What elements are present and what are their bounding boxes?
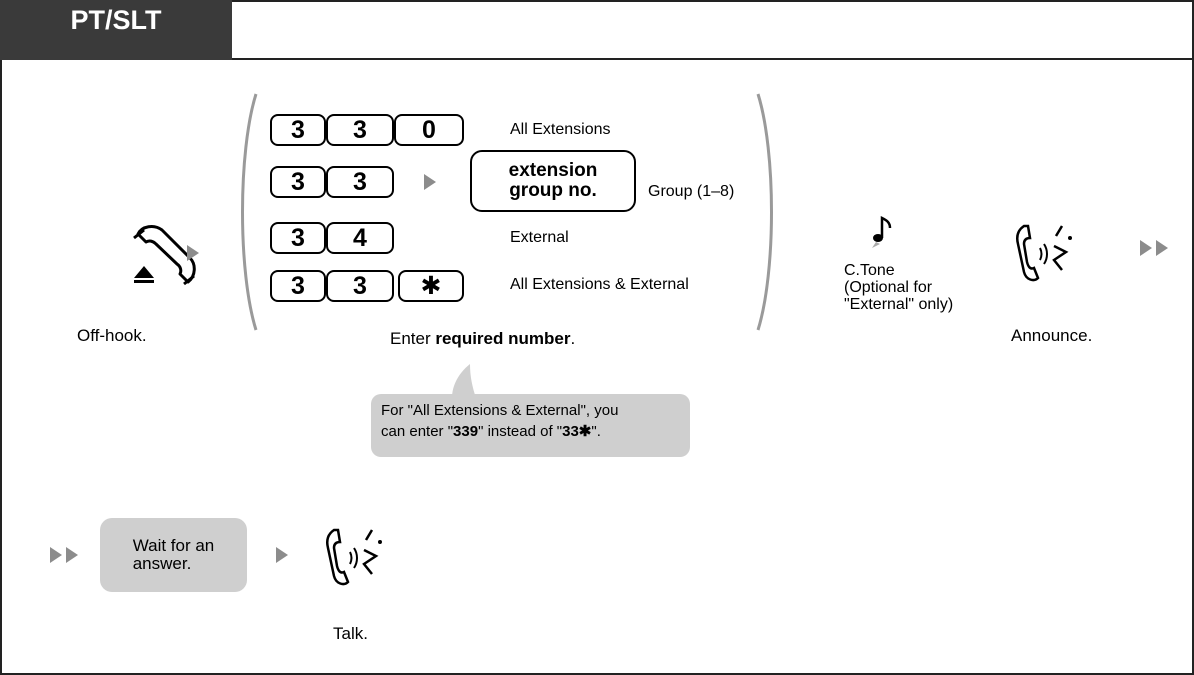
ext-box-line2: group no. <box>509 180 597 201</box>
talking-handset-icon <box>1016 224 1072 282</box>
double-arrow-icon <box>66 547 78 563</box>
dial-key[interactable]: 3 <box>270 222 326 254</box>
arrow-icon <box>187 245 199 261</box>
double-arrow-icon <box>50 547 62 563</box>
talking-handset-icon <box>326 528 382 586</box>
ctone-label: C.Tone(Optional for"External" only) <box>844 262 954 313</box>
ext-box-line1: extension <box>508 160 598 181</box>
dial-key-star[interactable]: ✱ <box>398 270 464 302</box>
dial-key[interactable]: 4 <box>326 222 394 254</box>
music-note-icon <box>872 215 892 248</box>
announce-label: Announce. <box>1011 326 1093 345</box>
enter-instruction: Enter required number. <box>390 329 576 348</box>
option-label-external: External <box>510 229 569 246</box>
double-arrow-icon <box>1156 240 1168 256</box>
arrow-icon <box>424 174 436 190</box>
handset-offhook-icon <box>133 225 196 286</box>
arrow-icon <box>276 547 288 563</box>
option-label-all-extensions: All Extensions <box>510 121 611 138</box>
double-arrow-icon <box>1140 240 1152 256</box>
option-label-group: Group (1–8) <box>648 183 735 200</box>
talk-label: Talk. <box>333 624 368 643</box>
left-parenthesis <box>241 93 258 331</box>
header-tab-label: PT/SLT <box>70 4 162 35</box>
right-parenthesis <box>756 93 773 331</box>
header-tab: PT/SLT <box>0 0 232 60</box>
dial-key[interactable]: 3 <box>326 270 394 302</box>
dial-key[interactable]: 3 <box>326 114 394 146</box>
dial-key[interactable]: 3 <box>270 270 326 302</box>
header-rule <box>0 58 1194 60</box>
dial-key[interactable]: 3 <box>270 114 326 146</box>
dial-key[interactable]: 3 <box>270 166 326 198</box>
note-bubble: For "All Extensions & External", you can… <box>371 394 690 457</box>
dial-key[interactable]: 3 <box>326 166 394 198</box>
bubble-pointer <box>452 364 476 398</box>
option-label-all-ext-external: All Extensions & External <box>510 276 689 293</box>
dial-key[interactable]: 0 <box>394 114 464 146</box>
offhook-label: Off-hook. <box>77 326 147 345</box>
